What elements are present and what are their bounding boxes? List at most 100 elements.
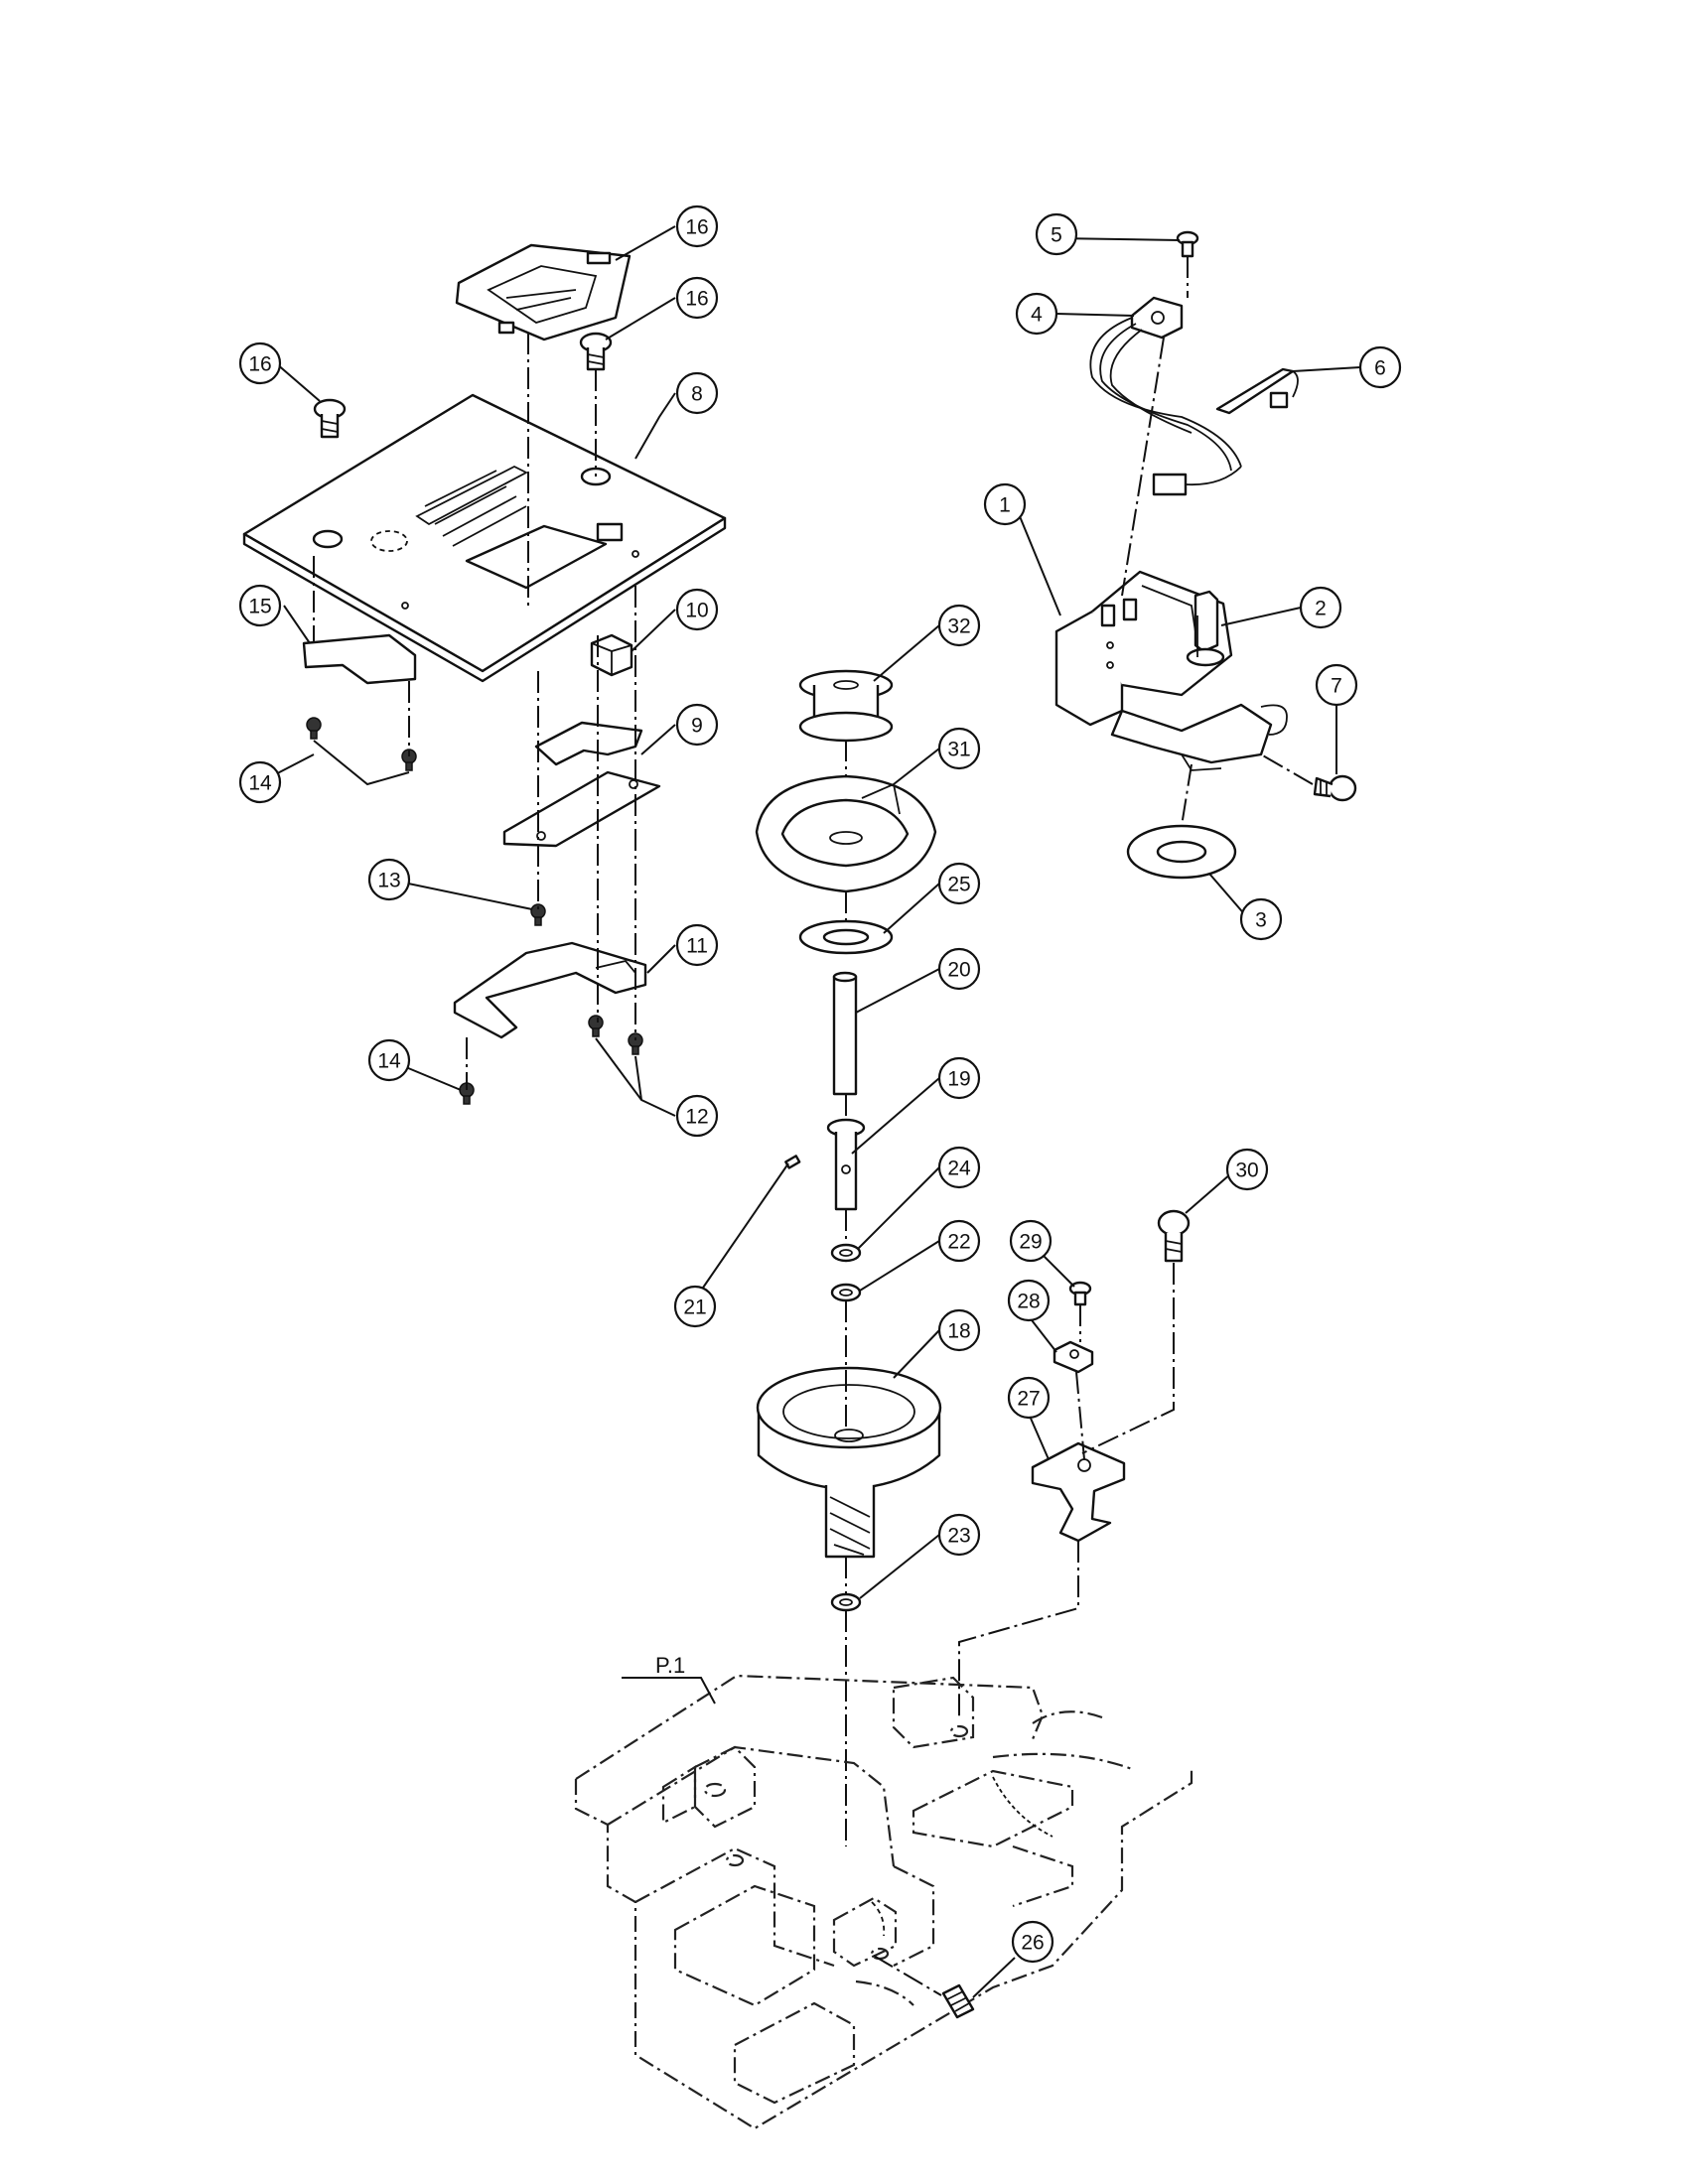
- part-22-washer: [830, 1283, 862, 1302]
- svg-text:29: 29: [1019, 1231, 1042, 1254]
- callout-29: 29: [1009, 1219, 1052, 1263]
- svg-text:9: 9: [691, 715, 703, 738]
- callout-3: 3: [1239, 897, 1283, 941]
- svg-text:5: 5: [1051, 224, 1062, 247]
- svg-text:10: 10: [685, 600, 708, 622]
- callout-20: 20: [937, 947, 981, 991]
- callout-26: 26: [1011, 1920, 1054, 1964]
- svg-text:18: 18: [947, 1320, 970, 1343]
- part-15-plate: [302, 633, 417, 685]
- part-14-screws-left: [306, 717, 417, 786]
- svg-text:31: 31: [947, 739, 970, 761]
- svg-text:16: 16: [685, 288, 708, 311]
- part-17-slide-cover: [455, 243, 632, 341]
- svg-text:14: 14: [248, 772, 272, 795]
- svg-text:3: 3: [1255, 909, 1267, 932]
- svg-text:15: 15: [248, 596, 271, 618]
- svg-text:28: 28: [1017, 1291, 1040, 1313]
- part-7-screw: [1313, 774, 1357, 802]
- part-12-screws: [588, 1015, 676, 1117]
- callout-11: 11: [675, 923, 719, 967]
- callout-2: 2: [1299, 586, 1342, 629]
- svg-text:1: 1: [999, 494, 1011, 517]
- part-11-feed-base: [453, 941, 647, 1039]
- part-20-shaft: [832, 971, 858, 1096]
- callout-27: 27: [1007, 1376, 1051, 1420]
- svg-text:24: 24: [947, 1158, 971, 1180]
- part-29-screw: [1068, 1281, 1092, 1306]
- svg-text:21: 21: [683, 1297, 706, 1319]
- callout-23: 23: [937, 1513, 981, 1557]
- callout-16-left: 16: [238, 341, 282, 385]
- part-18-rotary-hook: [756, 1366, 942, 1559]
- callout-9: 9: [675, 703, 719, 747]
- part-31-bobbin-case: [755, 774, 937, 893]
- callout-25: 25: [937, 862, 981, 905]
- svg-text:2: 2: [1315, 598, 1327, 620]
- svg-text:11: 11: [686, 935, 708, 958]
- svg-text:20: 20: [947, 959, 970, 982]
- part-13-screw: [530, 903, 546, 926]
- callout-1: 1: [983, 482, 1027, 526]
- svg-text:6: 6: [1374, 357, 1386, 380]
- callout-6: 6: [1358, 345, 1402, 389]
- callout-21: 21: [673, 1285, 717, 1328]
- callout-15: 15: [238, 584, 282, 627]
- callout-8: 8: [675, 371, 719, 415]
- frame-reference-label: P.1: [655, 1653, 685, 1678]
- callout-19: 19: [937, 1056, 981, 1100]
- part-1-thread-cutter-unit: [1054, 570, 1288, 771]
- part-16-screw-left: [313, 398, 347, 439]
- part-3-washer: [1126, 824, 1237, 880]
- svg-text:12: 12: [685, 1106, 708, 1129]
- callout-16-right: 16: [675, 276, 719, 320]
- part-24-ring: [830, 1243, 862, 1263]
- callout-17: 16: [675, 205, 719, 248]
- part-5-screw: [1176, 230, 1199, 258]
- part-9-feed-plate: [502, 721, 661, 848]
- callout-14-lower: 14: [367, 1038, 411, 1082]
- callout-28: 28: [1007, 1279, 1051, 1322]
- part-19-hook-shaft: [826, 1118, 866, 1211]
- svg-text:8: 8: [691, 383, 703, 406]
- callout-32: 32: [937, 604, 981, 647]
- svg-text:19: 19: [947, 1068, 970, 1091]
- callout-31: 31: [937, 727, 981, 770]
- part-28-clip: [1052, 1340, 1094, 1374]
- part-32-bobbin: [798, 669, 894, 743]
- svg-text:4: 4: [1031, 304, 1043, 327]
- part-23-washer: [830, 1592, 862, 1612]
- callout-13: 13: [367, 858, 411, 901]
- callout-18: 18: [937, 1308, 981, 1352]
- callout-24: 24: [937, 1146, 981, 1189]
- svg-text:23: 23: [947, 1525, 970, 1548]
- part-8-needle-plate: [242, 393, 727, 683]
- callout-10: 10: [675, 588, 719, 631]
- callout-leaders: [259, 225, 1361, 1998]
- part-27-bracket: [1031, 1441, 1126, 1543]
- callout-22: 22: [937, 1219, 981, 1263]
- part-30-screw: [1157, 1209, 1191, 1263]
- callout-7: 7: [1315, 663, 1358, 707]
- svg-text:16: 16: [685, 216, 708, 239]
- callout-4: 4: [1015, 292, 1058, 336]
- base-frame-p1: [574, 1674, 1193, 2130]
- svg-text:16: 16: [248, 353, 271, 376]
- callout-30: 30: [1225, 1148, 1269, 1191]
- part-25-washer: [798, 919, 894, 955]
- part-26-set-screw: [941, 1983, 975, 2019]
- callout-14-upper: 14: [238, 760, 282, 804]
- callout-5: 5: [1035, 212, 1078, 256]
- callout-12: 12: [675, 1094, 719, 1138]
- svg-text:13: 13: [377, 870, 400, 892]
- svg-text:30: 30: [1235, 1160, 1258, 1182]
- svg-text:26: 26: [1021, 1932, 1044, 1955]
- part-6-cable-tie: [1215, 367, 1299, 415]
- svg-text:25: 25: [947, 874, 970, 896]
- part-4-sensor: [1089, 296, 1242, 496]
- svg-text:27: 27: [1017, 1388, 1040, 1411]
- svg-text:32: 32: [947, 615, 970, 638]
- svg-text:14: 14: [377, 1050, 401, 1073]
- svg-text:7: 7: [1331, 675, 1342, 698]
